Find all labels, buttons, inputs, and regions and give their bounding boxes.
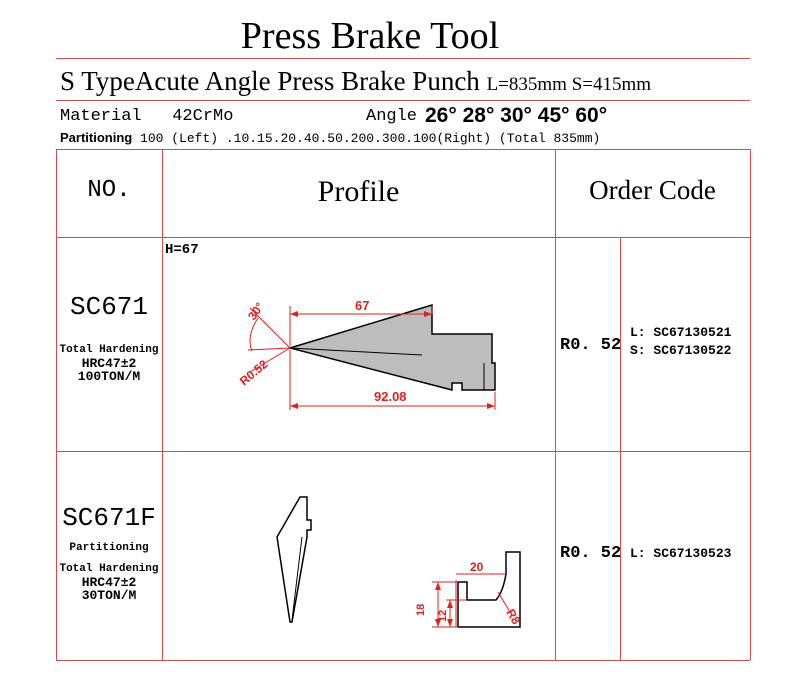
header-profile: Profile bbox=[317, 175, 400, 208]
material-label: Material bbox=[60, 107, 142, 126]
row2-notes: Partitioning Total Hardening HRC47±2 30T… bbox=[56, 542, 162, 602]
subtitle-divider bbox=[56, 100, 750, 101]
row2-punch-shape bbox=[276, 496, 312, 623]
row2-note-partitioning: Partitioning bbox=[69, 542, 149, 554]
row2-dim-width: 20 bbox=[470, 560, 484, 574]
partitioning-value: 100 (Left) .10.15.20.40.50.200.300.100(R… bbox=[140, 131, 601, 146]
row2-order-long: L: SC67130523 bbox=[630, 546, 732, 561]
row1-note-hardening: Total Hardening bbox=[59, 344, 159, 356]
row2-code: SC671F bbox=[62, 503, 156, 533]
row1-profile-drawing: 67 92.08 30° R0.52 bbox=[237, 298, 496, 410]
row1-note-tonnage: 100TON/M bbox=[77, 369, 141, 384]
row1-punch-shape bbox=[287, 303, 496, 391]
row1-dim-angle: 30° bbox=[245, 300, 267, 323]
row1-dim-top: 67 bbox=[355, 298, 369, 313]
row1-radius: R0. 52 bbox=[560, 336, 622, 355]
product-dims: L=835mm S=415mm bbox=[486, 74, 652, 95]
row1-code: SC671 bbox=[69, 292, 148, 322]
row2-note-tonnage: 30TON/M bbox=[81, 588, 137, 603]
row1-height: H=67 bbox=[165, 242, 199, 258]
row2-dim-radius: R8 bbox=[503, 607, 523, 628]
partitioning-spec: Partitioning 100 (Left) .10.15.20.40.50.… bbox=[60, 130, 600, 146]
angle-label: Angle bbox=[366, 107, 418, 126]
material-spec: Material 42CrMo bbox=[60, 107, 233, 126]
row2-holder-shape bbox=[457, 551, 521, 628]
row2-dim-height-b: 12 bbox=[437, 610, 449, 622]
product-name: S TypeAcute Angle Press Brake Punch bbox=[60, 66, 480, 96]
row2-note-hrc: HRC47±2 bbox=[81, 575, 137, 590]
row1-order-long: L: SC67130521 bbox=[630, 325, 732, 340]
angle-values: 26° 28° 30° 45° 60° bbox=[425, 104, 608, 127]
title-divider bbox=[56, 58, 750, 59]
row2-profile-drawing: 20 R8 18 12 bbox=[276, 496, 523, 628]
material-value: 42CrMo bbox=[172, 107, 234, 126]
partitioning-label: Partitioning bbox=[60, 130, 133, 145]
row1-dim-bottom: 92.08 bbox=[374, 389, 407, 404]
row1-order-codes: L: SC67130521 S: SC67130522 bbox=[630, 324, 731, 360]
header-order-code: Order Code bbox=[589, 175, 716, 205]
row1-notes: Total Hardening HRC47±2 100TON/M bbox=[56, 344, 162, 383]
header-no: NO. bbox=[87, 177, 131, 204]
row1-dim-radius: R0.52 bbox=[237, 357, 271, 389]
page-title: Press Brake Tool bbox=[240, 15, 500, 57]
row2-note-hardening: Total Hardening bbox=[59, 563, 159, 575]
row2-order-codes: L: SC67130523 bbox=[630, 545, 731, 563]
product-subtitle: S TypeAcute Angle Press Brake Punch L=83… bbox=[60, 66, 651, 97]
row1-note-hrc: HRC47±2 bbox=[81, 356, 137, 371]
row2-radius: R0. 52 bbox=[560, 544, 622, 563]
row1-order-short: S: SC67130522 bbox=[630, 343, 732, 358]
row2-dim-height-a: 18 bbox=[415, 604, 427, 616]
